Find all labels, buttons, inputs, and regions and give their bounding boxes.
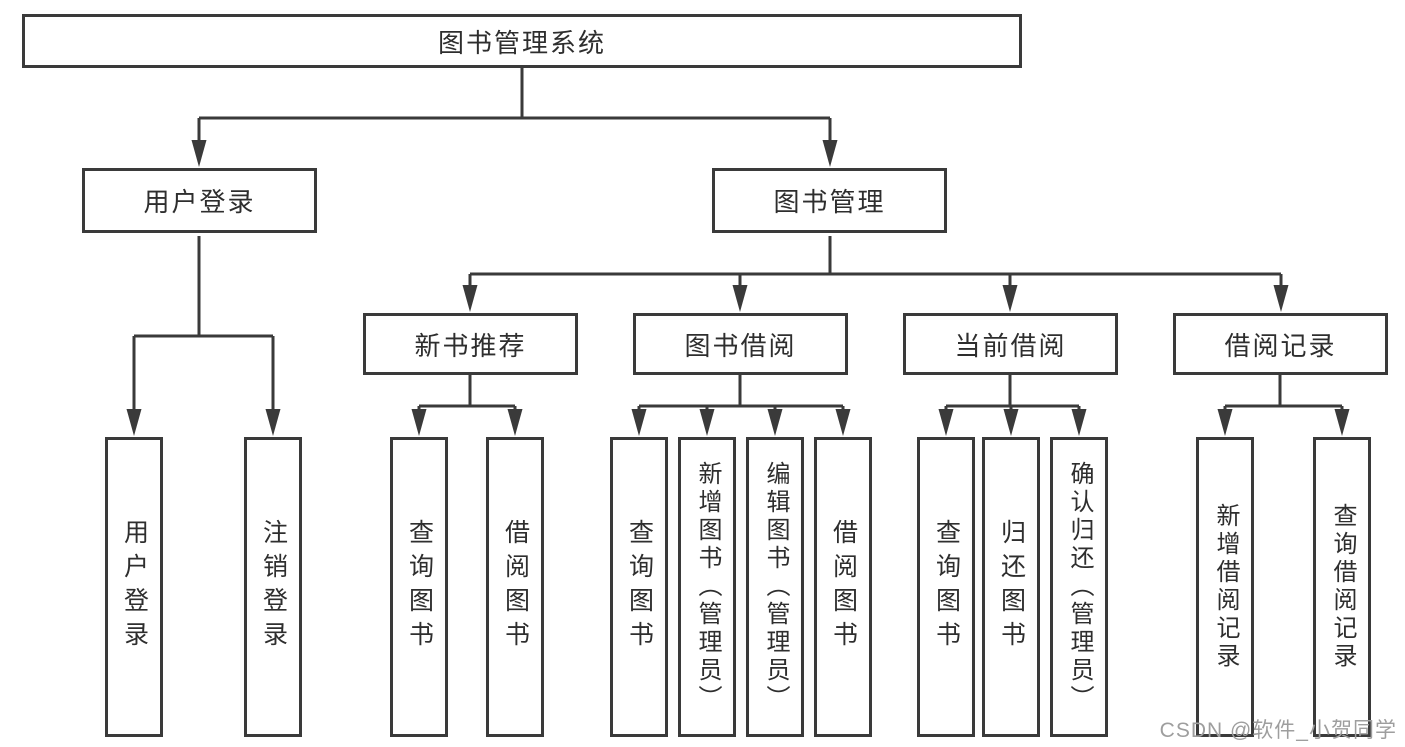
node-book-management: 图书管理 xyxy=(712,168,947,233)
node-add-books-admin: 新增图书（管理员） xyxy=(678,437,736,737)
node-return-books: 归还图书 xyxy=(982,437,1040,737)
node-label: 借阅图书 xyxy=(829,519,858,655)
node-label: 新增借阅记录 xyxy=(1212,503,1239,671)
node-label: 用户登录 xyxy=(120,519,149,655)
node-label: 编辑图书（管理员） xyxy=(762,461,789,713)
node-add-borrow-record: 新增借阅记录 xyxy=(1196,437,1254,737)
node-current-borrow: 当前借阅 xyxy=(903,313,1118,375)
node-user-login-action: 用户登录 xyxy=(105,437,163,737)
node-query-books-2: 查询图书 xyxy=(610,437,668,737)
node-confirm-return-admin: 确认归还（管理员） xyxy=(1050,437,1108,737)
csdn-watermark: CSDN @软件_小贺同学 xyxy=(1159,719,1397,742)
node-query-books-3: 查询图书 xyxy=(917,437,975,737)
node-root: 图书管理系统 xyxy=(22,14,1022,68)
node-label: 查询借阅记录 xyxy=(1329,503,1356,671)
node-label: 归还图书 xyxy=(997,519,1026,655)
node-label: 查询图书 xyxy=(625,519,654,655)
node-user-login: 用户登录 xyxy=(82,168,317,233)
node-borrow-books: 借阅图书 xyxy=(486,437,544,737)
node-book-borrow: 图书借阅 xyxy=(633,313,848,375)
node-label: 借阅图书 xyxy=(501,519,530,655)
node-label: 确认归还（管理员） xyxy=(1066,461,1093,713)
node-label: 查询图书 xyxy=(405,519,434,655)
node-logout-action: 注销登录 xyxy=(244,437,302,737)
node-borrow-books-2: 借阅图书 xyxy=(814,437,872,737)
node-query-books: 查询图书 xyxy=(390,437,448,737)
node-new-books: 新书推荐 xyxy=(363,313,578,375)
node-borrow-records: 借阅记录 xyxy=(1173,313,1388,375)
node-label: 注销登录 xyxy=(259,519,288,655)
node-edit-books-admin: 编辑图书（管理员） xyxy=(746,437,804,737)
node-query-borrow-record: 查询借阅记录 xyxy=(1313,437,1371,737)
node-label: 新增图书（管理员） xyxy=(694,461,721,713)
node-label: 查询图书 xyxy=(932,519,961,655)
